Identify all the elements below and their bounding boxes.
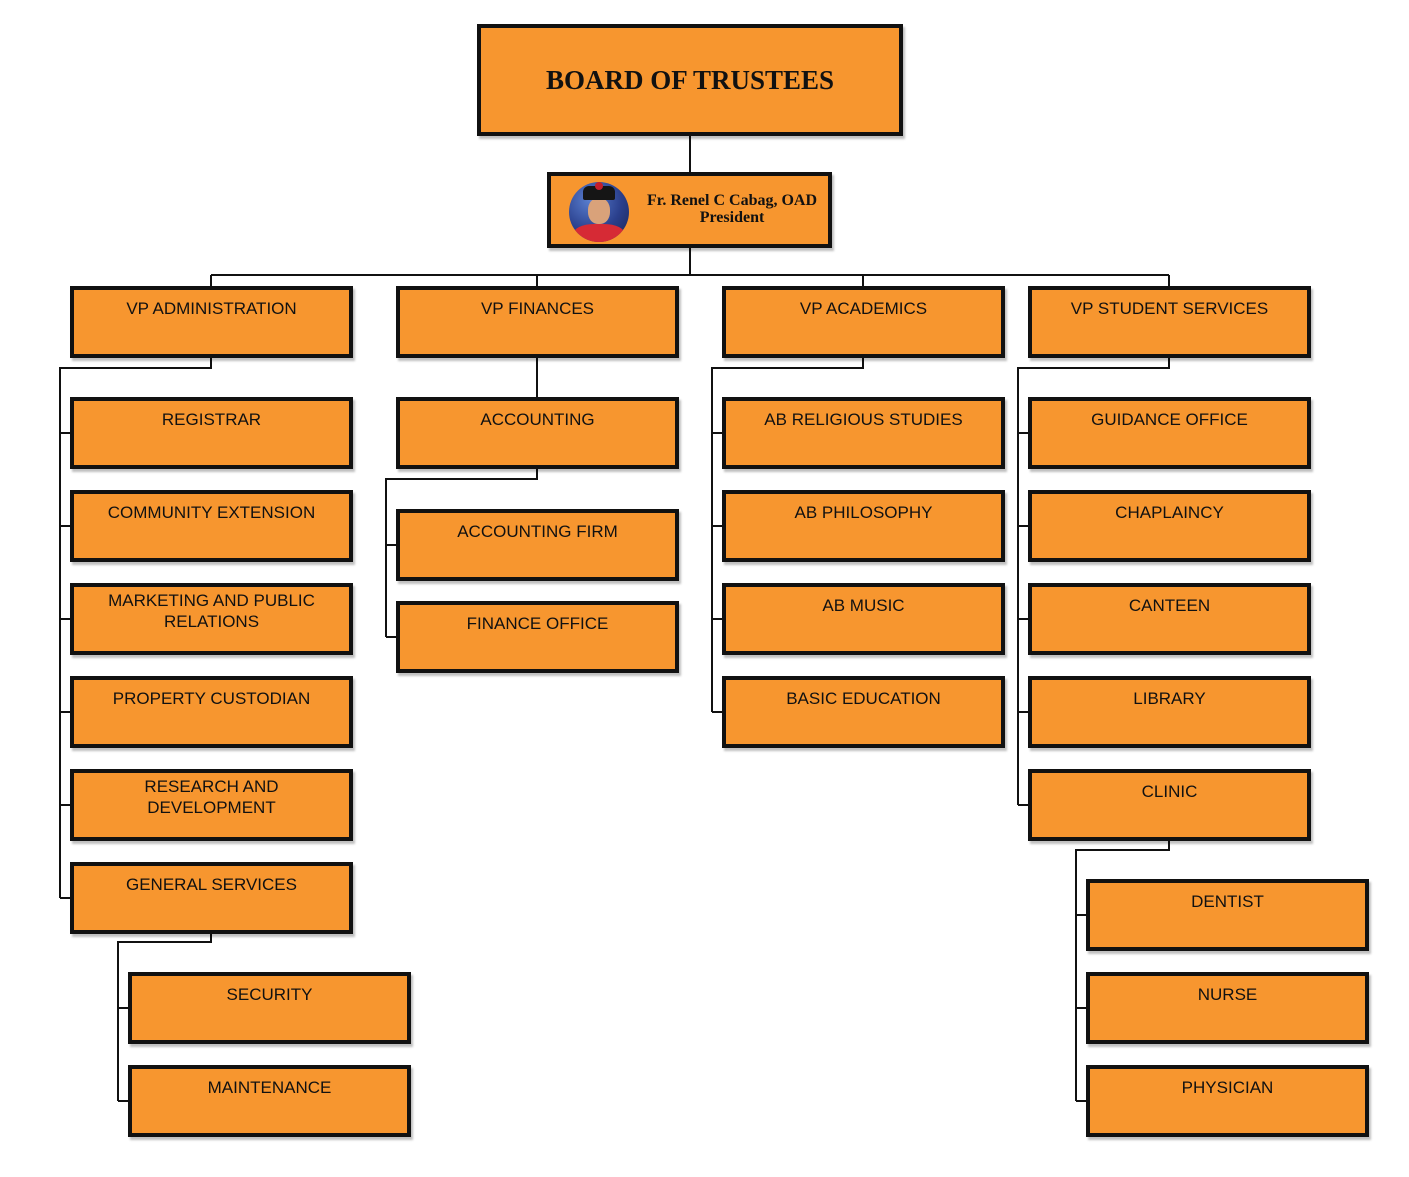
- unit-label: PHYSICIAN: [1181, 1078, 1274, 1097]
- president-role: President: [699, 209, 765, 226]
- unit-registrar: REGISTRAR: [70, 397, 353, 469]
- unit-ab-philosophy: AB PHILOSOPHY: [722, 490, 1005, 562]
- unit-label: PROPERTY CUSTODIAN: [112, 689, 311, 708]
- unit-guidance-office: GUIDANCE OFFICE: [1028, 397, 1311, 469]
- unit-accounting: ACCOUNTING: [396, 397, 679, 469]
- board-of-trustees-box: BOARD OF TRUSTEES: [477, 24, 903, 136]
- unit-clinic: CLINIC: [1028, 769, 1311, 841]
- unit-accounting-firm: ACCOUNTING FIRM: [396, 509, 679, 581]
- unit-finance-office: FINANCE OFFICE: [396, 601, 679, 673]
- unit-label: AB RELIGIOUS STUDIES: [764, 410, 963, 429]
- unit-ab-religious-studies: AB RELIGIOUS STUDIES: [722, 397, 1005, 469]
- unit-dentist: DENTIST: [1086, 879, 1369, 951]
- unit-chaplaincy: CHAPLAINCY: [1028, 490, 1311, 562]
- vp-student-services-box: VP STUDENT SERVICES: [1028, 286, 1311, 358]
- unit-property-custodian: PROPERTY CUSTODIAN: [70, 676, 353, 748]
- unit-label: CANTEEN: [1128, 596, 1211, 615]
- unit-label: REGISTRAR: [161, 410, 262, 429]
- unit-general-services: GENERAL SERVICES: [70, 862, 353, 934]
- unit-label: AB MUSIC: [822, 596, 905, 615]
- unit-label: DENTIST: [1191, 892, 1264, 911]
- connector-vp-student: [1017, 358, 1170, 806]
- president-photo: [569, 182, 629, 242]
- vp-finances-box: VP FINANCES: [396, 286, 679, 358]
- unit-label: MARKETING AND PUBLIC RELATIONS: [108, 591, 315, 631]
- unit-label: AB PHILOSOPHY: [794, 503, 933, 522]
- vp-administration-box: VP ADMINISTRATION: [70, 286, 353, 358]
- unit-label: GUIDANCE OFFICE: [1091, 410, 1248, 429]
- vp-administration-label: VP ADMINISTRATION: [126, 299, 297, 318]
- unit-physician: PHYSICIAN: [1086, 1065, 1369, 1137]
- unit-label: GENERAL SERVICES: [125, 875, 297, 894]
- unit-label: LIBRARY: [1133, 689, 1206, 708]
- connector-clinic: [1075, 841, 1170, 1102]
- unit-security: SECURITY: [128, 972, 411, 1044]
- unit-ab-music: AB MUSIC: [722, 583, 1005, 655]
- unit-label: CHAPLAINCY: [1115, 503, 1224, 522]
- president-text: Fr. Renel C Cabag, OAD President: [637, 192, 827, 226]
- unit-canteen: CANTEEN: [1028, 583, 1311, 655]
- president-box: Fr. Renel C Cabag, OAD President: [547, 172, 832, 248]
- vp-student-services-label: VP STUDENT SERVICES: [1070, 299, 1269, 318]
- vp-finances-label: VP FINANCES: [480, 299, 595, 318]
- unit-maintenance: MAINTENANCE: [128, 1065, 411, 1137]
- unit-label: NURSE: [1197, 985, 1258, 1004]
- connector-general-services: [117, 934, 212, 1102]
- unit-label: SECURITY: [226, 985, 313, 1004]
- unit-label: ACCOUNTING FIRM: [457, 522, 618, 541]
- connector-vp-admin: [59, 358, 212, 899]
- unit-library: LIBRARY: [1028, 676, 1311, 748]
- unit-label: COMMUNITY EXTENSION: [107, 503, 316, 522]
- unit-research-development: RESEARCH AND DEVELOPMENT: [70, 769, 353, 841]
- unit-label: ACCOUNTING: [480, 410, 595, 429]
- president-name: Fr. Renel C Cabag, OAD: [646, 192, 818, 209]
- board-title: BOARD OF TRUSTEES: [545, 64, 835, 95]
- unit-basic-education: BASIC EDUCATION: [722, 676, 1005, 748]
- connector-president-vps: [210, 248, 1170, 286]
- unit-label: FINANCE OFFICE: [466, 614, 609, 633]
- unit-marketing-public-relations: MARKETING AND PUBLIC RELATIONS: [70, 583, 353, 655]
- unit-label: BASIC EDUCATION: [786, 689, 941, 708]
- vp-academics-box: VP ACADEMICS: [722, 286, 1005, 358]
- unit-community-extension: COMMUNITY EXTENSION: [70, 490, 353, 562]
- unit-nurse: NURSE: [1086, 972, 1369, 1044]
- connector-vp-academics: [711, 358, 864, 713]
- vp-academics-label: VP ACADEMICS: [799, 299, 928, 318]
- unit-label: MAINTENANCE: [207, 1078, 332, 1097]
- unit-label: CLINIC: [1141, 782, 1198, 801]
- unit-label: RESEARCH AND DEVELOPMENT: [144, 777, 279, 817]
- connector-accounting: [385, 469, 538, 638]
